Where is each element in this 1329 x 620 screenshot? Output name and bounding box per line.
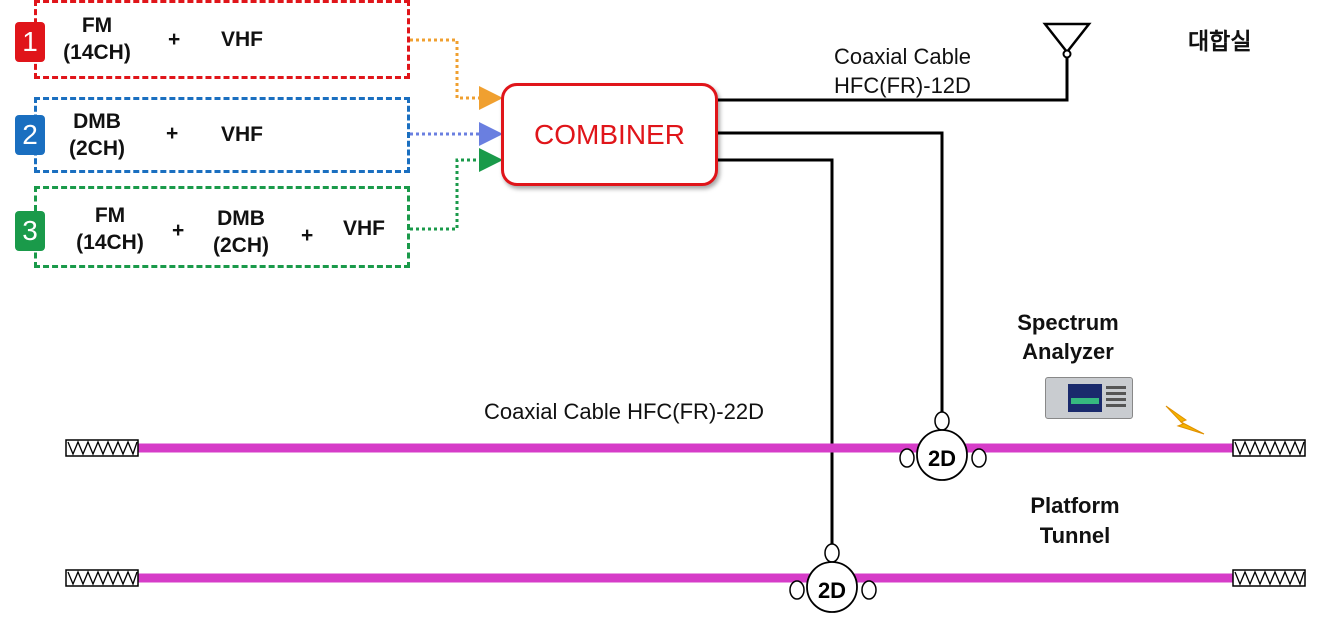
source-1-item-1: FM (14CH)	[63, 14, 131, 64]
tunnel-cable-label: Coaxial Cable HFC(FR)-22D	[484, 399, 764, 424]
antenna-cable-label: Coaxial Cable HFC(FR)-12D	[810, 42, 995, 100]
lightning-icon	[1165, 405, 1205, 435]
combiner-box: COMBINER	[501, 83, 718, 186]
arrow-source-3	[410, 148, 503, 231]
spectrum-analyzer-line1: Spectrum	[1017, 310, 1119, 335]
source-3-item-1: FM (14CH)	[76, 204, 144, 254]
line-to-antenna	[718, 58, 1069, 102]
platform-line1: Platform	[1030, 493, 1120, 518]
antenna-cable-line1: Coaxial Cable	[834, 44, 971, 69]
platform-label: Platform Tunnel	[1005, 491, 1145, 551]
source-2-item-2: VHF	[221, 123, 263, 146]
combiner-label: COMBINER	[534, 118, 685, 150]
source-3-plus-2: +	[301, 224, 314, 247]
line-to-coupler-lower	[718, 158, 834, 548]
line-to-coupler-upper	[718, 131, 944, 416]
source-2-item-1: DMB (2CH)	[69, 110, 125, 160]
room-label: 대합실	[1188, 28, 1252, 54]
cable-terminator-icon	[65, 569, 139, 587]
platform-line2: Tunnel	[1039, 523, 1111, 548]
spectrum-analyzer-label: Spectrum Analyzer	[998, 308, 1138, 366]
antenna-cable-line2: HFC(FR)-12D	[834, 73, 971, 98]
source-1-item-2: VHF	[221, 28, 263, 51]
source-3-item-3: VHF	[343, 217, 385, 240]
coupler-upper-label: 2D	[927, 446, 957, 471]
coupler-lower-label: 2D	[817, 578, 847, 603]
source-1-plus-1: +	[168, 28, 181, 51]
source-3-item-2: DMB (2CH)	[213, 207, 269, 257]
coupler-lower	[789, 543, 877, 613]
source-badge-3: 3	[15, 211, 45, 251]
cable-terminator-icon	[1232, 569, 1306, 587]
antenna-icon	[1042, 22, 1092, 59]
source-2-plus-1: +	[166, 122, 179, 145]
source-badge-1: 1	[15, 22, 45, 62]
cable-terminator-icon	[1232, 439, 1306, 457]
spectrum-analyzer-icon	[1045, 377, 1133, 419]
cable-terminator-icon	[65, 439, 139, 457]
spectrum-analyzer-line2: Analyzer	[1022, 339, 1114, 364]
source-badge-2: 2	[15, 115, 45, 155]
source-3-plus-1: +	[172, 219, 185, 242]
coupler-upper	[899, 411, 987, 481]
arrow-source-1	[410, 38, 503, 110]
